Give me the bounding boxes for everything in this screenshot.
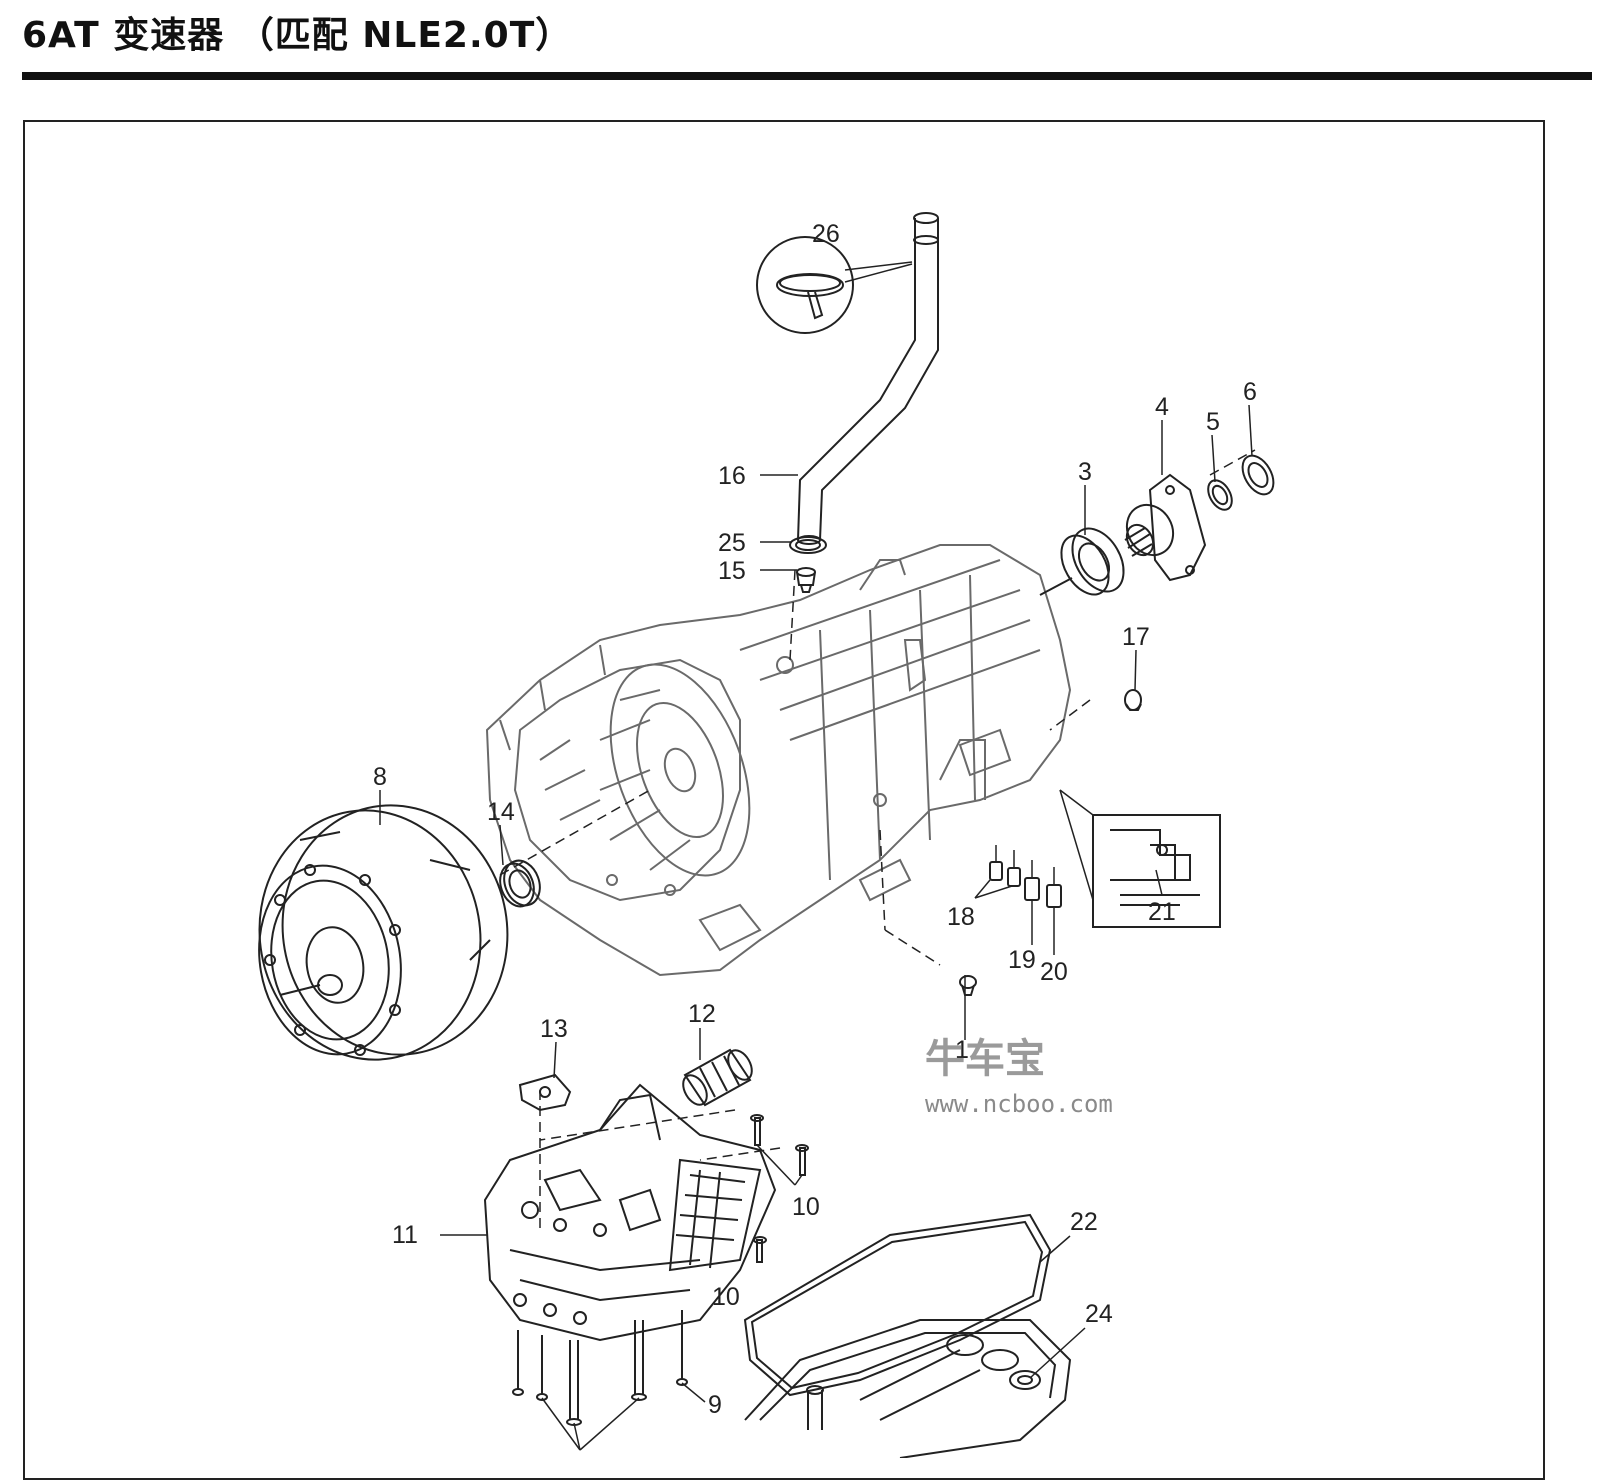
callout-11: 12 <box>688 1000 716 1028</box>
part-25-oring <box>789 536 827 554</box>
callout-25: 25 <box>718 529 746 557</box>
callout-6: 6 <box>1243 378 1257 406</box>
page-title: 6AT 变速器 （匹配 NLE2.0T） <box>22 15 573 56</box>
callout-labels: 26 16 25 15 3 4 5 6 17 8 14 18 19 20 21 … <box>373 220 1257 1419</box>
callout-12: 11 <box>392 1221 418 1249</box>
callout-18: 18 <box>947 903 975 931</box>
part-11-boot <box>682 1048 753 1107</box>
callout-13: 13 <box>540 1015 568 1043</box>
callout-9: 9 <box>708 1391 722 1419</box>
part-24-oil-pan <box>744 1319 1072 1458</box>
part-19-sleeve <box>1024 860 1040 901</box>
callout-26: 26 <box>812 220 840 248</box>
assembly-lines <box>499 449 1256 1230</box>
part-14-seal <box>499 859 541 908</box>
part-22-gasket <box>743 1213 1052 1397</box>
callout-14: 14 <box>487 798 515 826</box>
watermark: 牛车宝 www.ncboo.com <box>925 1036 1113 1118</box>
callout-17: 17 <box>1122 623 1150 651</box>
part-16-dipstick-tube <box>797 212 939 545</box>
title-rule <box>22 72 1592 80</box>
transmission-housing <box>485 544 1072 977</box>
watermark-url: www.ncboo.com <box>925 1090 1113 1118</box>
callout-19: 19 <box>1008 946 1036 974</box>
part-21-detail-box <box>1059 789 1221 928</box>
part-3-seal <box>1039 527 1125 596</box>
part-17-plug <box>1124 689 1142 711</box>
part-1-screw <box>959 975 977 996</box>
callout-5: 5 <box>1206 408 1220 436</box>
part-20-sleeve <box>1046 867 1062 908</box>
callout-21: 21 <box>1148 898 1176 926</box>
part-9-long-bolts <box>512 1310 706 1451</box>
callout-24: 24 <box>1085 1300 1113 1328</box>
callout-1: 1 <box>955 1036 969 1064</box>
callout-10-upper: 10 <box>792 1193 820 1221</box>
part-8-torque-converter <box>258 804 509 1061</box>
part-12-valve-body <box>483 1083 777 1342</box>
leader-lines <box>379 404 1253 1379</box>
part-10-bolts <box>750 1114 809 1263</box>
part-5-ring <box>1207 479 1233 511</box>
part-26-clamp-detail <box>756 236 913 334</box>
callout-15: 15 <box>718 557 746 585</box>
watermark-brand: 牛车宝 <box>925 1036 1045 1082</box>
part-15-adapter <box>796 567 816 593</box>
callout-8: 8 <box>373 763 387 791</box>
callout-10-lower: 10 <box>712 1283 740 1311</box>
part-6-seal <box>1241 454 1275 496</box>
callout-3: 3 <box>1078 458 1092 486</box>
part-18-sleeves <box>989 845 1021 887</box>
part-13-bracket <box>518 1073 572 1112</box>
part-4-flange <box>1124 473 1207 582</box>
callout-22: 22 <box>1070 1208 1098 1236</box>
callout-20: 20 <box>1040 958 1068 986</box>
callout-4: 4 <box>1155 393 1169 421</box>
callout-16: 16 <box>718 462 746 490</box>
